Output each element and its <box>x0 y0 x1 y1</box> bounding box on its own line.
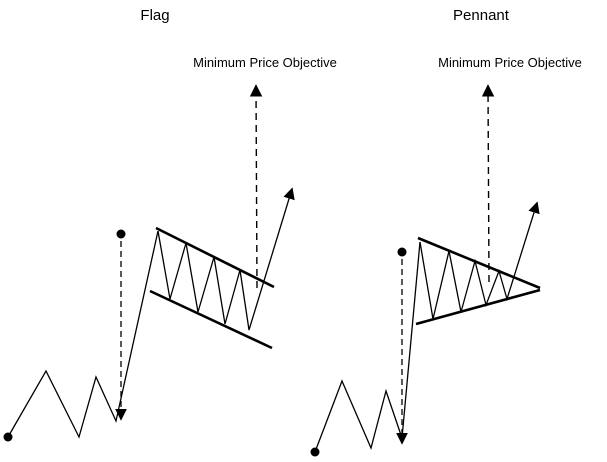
flag-price-start-dot <box>3 432 13 442</box>
flag-panel: Flag Minimum Price Objective <box>3 7 337 442</box>
pennant-objective-arrow-icon <box>481 84 495 283</box>
pennant-title: Pennant <box>453 7 510 24</box>
flag-title: Flag <box>140 7 169 24</box>
pennant-price-start-dot <box>310 447 320 457</box>
pennant-lower-boundary <box>415 288 541 326</box>
pennant-objective-label: Minimum Price Objective <box>438 55 582 70</box>
pennant-breakout-arrow-icon <box>419 201 540 320</box>
flag-objective-arrow-icon <box>249 84 263 289</box>
flag-price-line <box>7 230 159 439</box>
flag-upper-boundary <box>155 226 275 289</box>
pennant-price-line <box>314 241 421 453</box>
flag-lower-boundary <box>149 289 273 350</box>
flag-breakout-arrow-icon <box>157 187 295 331</box>
pennant-panel: Pennant Minimum Price Objective <box>310 7 582 457</box>
pennant-pole-measure-dot <box>397 247 407 257</box>
flag-pole-measure-dot <box>116 229 126 239</box>
flag-objective-label: Minimum Price Objective <box>193 55 337 70</box>
pennant-upper-boundary <box>417 236 541 290</box>
